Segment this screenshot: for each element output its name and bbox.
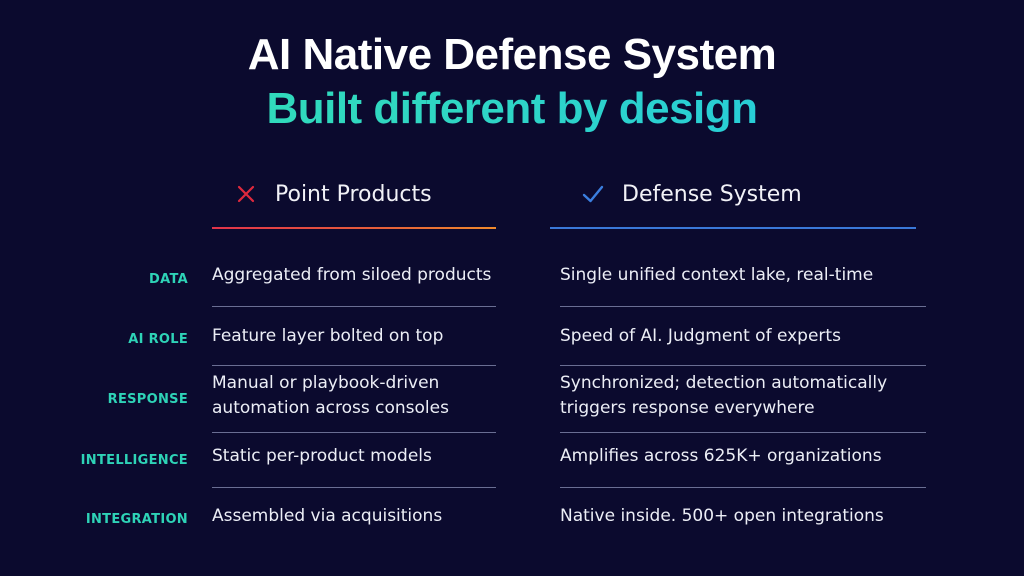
checkmark-icon bbox=[582, 185, 604, 203]
point-products-ai-role-cell: Feature layer bolted on top bbox=[212, 326, 444, 346]
row-divider bbox=[560, 365, 926, 366]
row-label-ai-role: AI ROLE bbox=[128, 332, 188, 347]
row-divider bbox=[212, 432, 496, 433]
defense-system-integration-cell: Native inside. 500+ open integrations bbox=[560, 506, 884, 526]
column-header-label: Point Products bbox=[275, 181, 432, 207]
row-label-response: RESPONSE bbox=[107, 392, 188, 407]
point-products-response-cell-line-2: automation across consoles bbox=[212, 398, 449, 418]
column-header-defense-system: Defense System bbox=[582, 176, 802, 212]
defense-system-response-cell-line-1: Synchronized; detection automatically bbox=[560, 373, 888, 393]
column-header-point-products: Point Products bbox=[235, 176, 432, 212]
row-label-integration: INTEGRATION bbox=[85, 512, 188, 527]
defense-system-underline bbox=[550, 227, 916, 229]
row-divider bbox=[212, 365, 496, 366]
row-divider bbox=[560, 432, 926, 433]
column-header-label: Defense System bbox=[622, 181, 802, 207]
defense-system-ai-role-cell: Speed of AI. Judgment of experts bbox=[560, 326, 841, 346]
point-products-intelligence-cell: Static per-product models bbox=[212, 446, 432, 466]
row-divider bbox=[560, 487, 926, 488]
row-label-intelligence: INTELLIGENCE bbox=[80, 453, 188, 468]
point-products-response-cell-line-1: Manual or playbook-driven bbox=[212, 373, 440, 393]
defense-system-response-cell-line-2: triggers response everywhere bbox=[560, 398, 815, 418]
title-line-1: AI Native Defense System bbox=[247, 30, 777, 79]
row-divider bbox=[212, 487, 496, 488]
point-products-underline bbox=[212, 227, 496, 229]
point-products-integration-cell: Assembled via acquisitions bbox=[212, 506, 443, 526]
point-products-data-cell: Aggregated from siloed products bbox=[212, 265, 492, 285]
defense-system-data-cell: Single unified context lake, real-time bbox=[560, 265, 874, 285]
row-divider bbox=[560, 306, 926, 307]
row-label-data: DATA bbox=[149, 272, 188, 287]
x-mark-icon bbox=[237, 185, 255, 203]
row-divider bbox=[212, 306, 496, 307]
defense-system-intelligence-cell: Amplifies across 625K+ organizations bbox=[560, 446, 882, 466]
title-line-2: Built different by design bbox=[0, 84, 1024, 134]
